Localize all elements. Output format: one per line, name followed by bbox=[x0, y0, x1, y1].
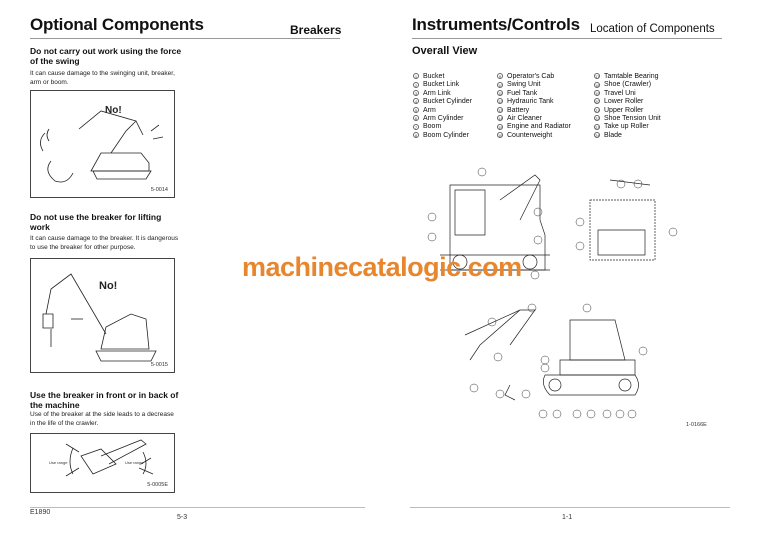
page-number: 5-3 bbox=[177, 514, 188, 521]
doc-code: E1890 bbox=[30, 509, 51, 516]
excavator-illustration: No! bbox=[42, 273, 157, 362]
list-item-label: Air Cleaner bbox=[507, 115, 543, 123]
use-range-label: Use range bbox=[49, 460, 68, 465]
item-heading: Do not carry out work using the force of… bbox=[30, 46, 182, 66]
page-title: Instruments/Controls bbox=[412, 15, 580, 34]
section-title: Location of Components bbox=[590, 23, 715, 35]
item-heading: Do not use the breaker for lifting work bbox=[30, 212, 162, 232]
page-title: Optional Components bbox=[30, 15, 204, 34]
section-title: Breakers bbox=[290, 23, 342, 37]
excavator-illustration: No! bbox=[40, 105, 164, 183]
footer-divider bbox=[30, 507, 365, 508]
list-item-label: Swing Unit bbox=[507, 81, 541, 89]
item-body: It can cause damage to the swinging unit… bbox=[30, 70, 175, 86]
page-number: 1-1 bbox=[562, 514, 573, 521]
figure-swing: No! 5-0014 bbox=[30, 90, 175, 198]
subtitle: Overall View bbox=[412, 45, 478, 57]
list-item-label: Engine and Radiator bbox=[507, 123, 571, 131]
header-divider bbox=[30, 38, 340, 39]
breaker-range-illustration bbox=[65, 439, 154, 477]
no-label: No! bbox=[105, 105, 122, 116]
list-item-label: Fuel Tank bbox=[507, 89, 538, 97]
item-body: Use of the breaker at the side leads to … bbox=[30, 411, 174, 427]
list-item-label: Shoe (Crawler) bbox=[604, 81, 652, 89]
item-heading: Use the breaker in front or in back of t… bbox=[30, 390, 179, 410]
list-item-label: Bucket bbox=[423, 73, 445, 80]
list-item-label: Counterweight bbox=[507, 131, 553, 139]
figure-use-range: Use range Use range 5-0005E bbox=[30, 433, 175, 493]
list-item-label: Tamtable Bearing bbox=[604, 73, 659, 80]
list-item-label: Boom Cylinder bbox=[423, 131, 469, 139]
list-item-label: Bucket Cylinder bbox=[423, 98, 473, 106]
no-label: No! bbox=[99, 280, 117, 292]
excavator-overall-view-diagram bbox=[427, 167, 678, 419]
figure-lifting: No! 5-0015 bbox=[30, 258, 175, 373]
use-range-label: Use range bbox=[125, 460, 144, 465]
list-item-label: Lower Roller bbox=[604, 98, 644, 106]
figure-code: 1-0166E bbox=[686, 422, 707, 428]
watermark: machinecatalogic.com bbox=[242, 252, 522, 282]
figure-code: 5-0015 bbox=[150, 362, 168, 368]
figure-code: 5-0014 bbox=[150, 187, 168, 193]
list-item-label: Shoe Tension Unit bbox=[604, 115, 661, 123]
list-item-label: Arm Link bbox=[423, 89, 451, 97]
list-item-label: Blade bbox=[604, 131, 622, 139]
list-item-label: Arm bbox=[423, 106, 436, 114]
list-item-label: Operator's Cab bbox=[507, 73, 555, 80]
item-body: It can cause damage to the breaker. It i… bbox=[30, 235, 179, 251]
footer-divider bbox=[410, 507, 730, 508]
list-item-label: Hydrauric Tank bbox=[507, 98, 554, 106]
list-item-label: Boom bbox=[423, 123, 442, 131]
header-divider bbox=[412, 38, 722, 39]
list-item-label: Travel Uni bbox=[604, 89, 636, 97]
list-item-label: Battery bbox=[507, 106, 530, 114]
list-item-label: Bucket Link bbox=[423, 81, 460, 89]
list-item-label: Arm Cylinder bbox=[423, 115, 464, 123]
figure-code: 5-0005E bbox=[147, 482, 168, 488]
list-item-label: Upper Roller bbox=[604, 106, 644, 114]
list-item-label: Take up Roller bbox=[604, 123, 649, 131]
